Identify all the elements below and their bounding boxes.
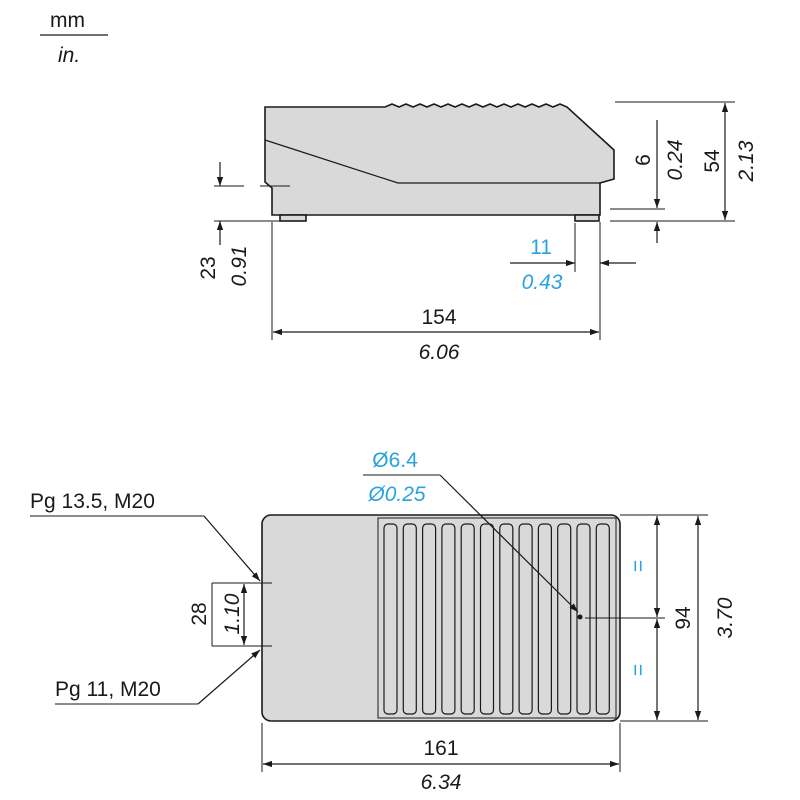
pedal-groove bbox=[576, 523, 591, 715]
pedal-groove bbox=[595, 523, 610, 715]
pedal-groove bbox=[402, 523, 417, 715]
pedal-grooves bbox=[383, 523, 610, 715]
side-view: 23 0.91 54 2.13 6 0.24 11 0.43 154 6.06 bbox=[197, 101, 758, 364]
equal-mark-lower: = bbox=[627, 664, 650, 676]
entry-lower-label: Pg 11, M20 bbox=[55, 678, 161, 701]
pedal-groove bbox=[537, 523, 553, 715]
top-length-mm: 161 bbox=[423, 737, 458, 760]
equal-mark-upper: = bbox=[627, 560, 650, 572]
front-foot bbox=[574, 214, 600, 222]
top-width-in: 3.70 bbox=[714, 597, 737, 638]
pedal-body-side bbox=[264, 103, 615, 216]
hole-diameter-in: Ø0.25 bbox=[367, 483, 426, 506]
units-legend: mm in. bbox=[40, 9, 108, 67]
foot-height-in: 0.24 bbox=[664, 140, 687, 181]
foot-offset-mm: 11 bbox=[530, 236, 552, 259]
entry-upper-label: Pg 13.5, M20 bbox=[30, 490, 155, 513]
pedal-groove bbox=[460, 523, 475, 715]
top-width-mm: 94 bbox=[672, 606, 695, 630]
pedal-groove bbox=[479, 523, 495, 715]
top-view: Ø6.4 Ø0.25 Pg 13.5, M20 Pg 11, M20 28 1.… bbox=[30, 449, 737, 794]
unit-inch: in. bbox=[58, 44, 80, 67]
cable-height-in: 0.91 bbox=[228, 246, 251, 287]
side-length-mm: 154 bbox=[421, 306, 456, 329]
unit-mm: mm bbox=[50, 9, 85, 32]
entry-spacing-mm: 28 bbox=[188, 602, 211, 625]
foot-height-mm: 6 bbox=[632, 154, 655, 166]
total-height-mm: 54 bbox=[701, 149, 724, 173]
total-height-in: 2.13 bbox=[735, 140, 758, 182]
pedal-groove bbox=[383, 523, 398, 715]
rear-foot bbox=[279, 214, 307, 222]
mounting-hole bbox=[577, 614, 583, 620]
pedal-groove bbox=[518, 523, 533, 715]
foot-offset-in: 0.43 bbox=[522, 271, 563, 294]
pedal-groove bbox=[441, 523, 456, 715]
pedal-groove bbox=[422, 523, 437, 715]
pedal-groove bbox=[557, 523, 572, 715]
pedal-edge-line bbox=[264, 139, 600, 184]
pedal-groove bbox=[499, 523, 514, 715]
top-length-in: 6.34 bbox=[421, 771, 462, 794]
hole-diameter-mm: Ø6.4 bbox=[372, 449, 418, 472]
side-length-in: 6.06 bbox=[419, 341, 460, 364]
cable-height-mm: 23 bbox=[197, 256, 220, 279]
entry-spacing-in: 1.10 bbox=[221, 593, 244, 634]
